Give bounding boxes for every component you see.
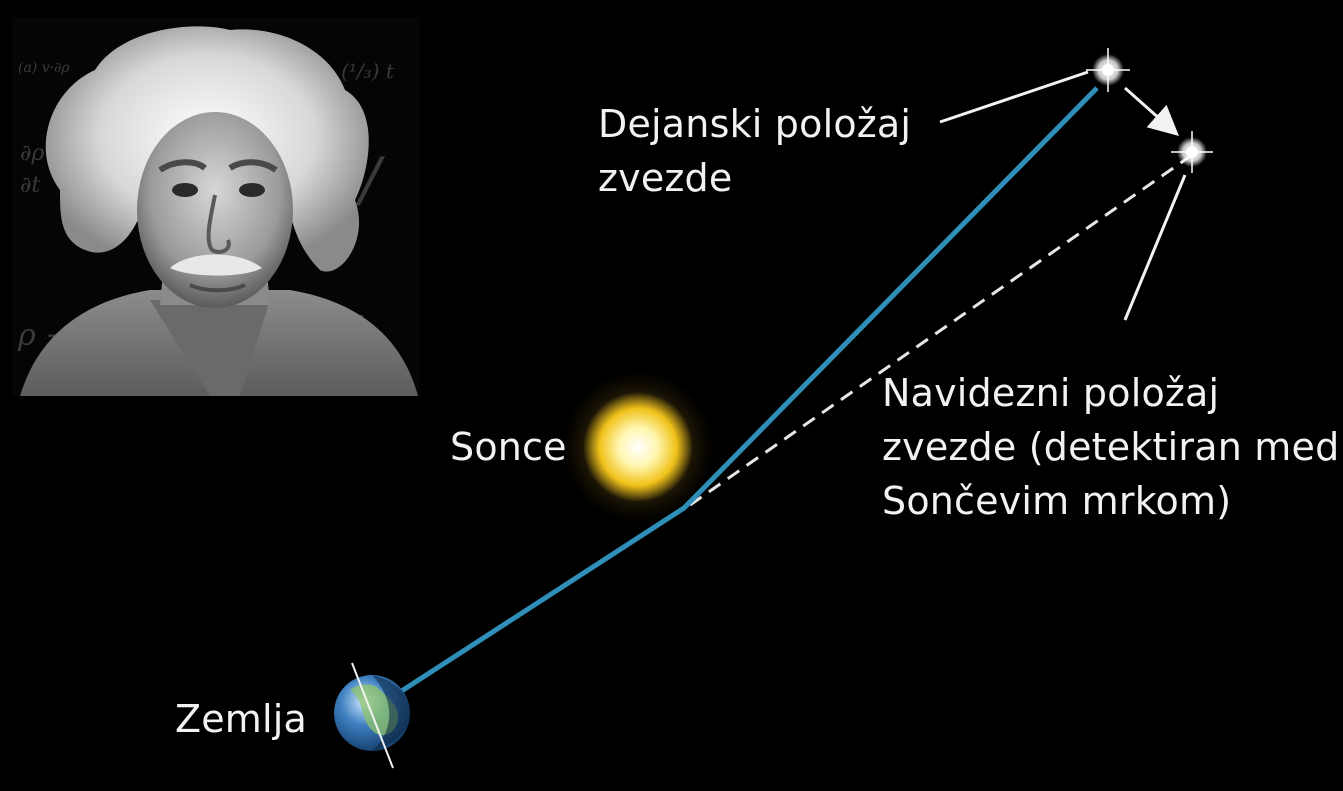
earth-label: Zemlja [175, 697, 308, 741]
svg-text:∂ρ: ∂ρ [20, 141, 44, 166]
light-path [378, 86, 1099, 708]
apparent-position-pointer [1123, 174, 1187, 321]
actual-position-line-2: zvezde [598, 156, 733, 200]
earth-icon [334, 662, 410, 769]
actual-position-line-1: Dejanski položaj [598, 102, 912, 146]
actual-star-icon [1086, 48, 1130, 92]
actual-position-pointer [939, 70, 1089, 124]
apparent-position-line-2: zvezde (detektiran med [882, 425, 1340, 469]
sun-label: Sonce [450, 425, 567, 469]
svg-text:(a) v·∂ρ: (a) v·∂ρ [18, 60, 70, 76]
apparent-position-line-3: Sončevim mrkom) [882, 479, 1232, 523]
apparent-star-icon [1171, 131, 1213, 173]
sun-icon [563, 372, 713, 522]
apparent-position-label: Navidezni položaj zvezde (detektiran med… [882, 366, 1339, 528]
actual-position-label: Dejanski položaj zvezde [598, 97, 911, 205]
shift-arrow [1124, 86, 1179, 136]
apparent-light-line [689, 153, 1193, 507]
svg-text:∂t: ∂t [20, 173, 40, 198]
apparent-position-line-1: Navidezni položaj [882, 371, 1220, 415]
